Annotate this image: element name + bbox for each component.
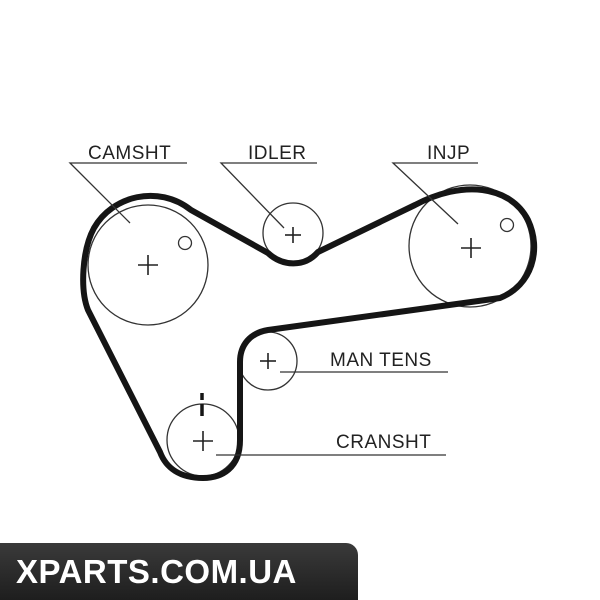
injection-pump-timing-hole [499, 217, 515, 233]
idler-center-mark [285, 227, 301, 243]
idler-label: IDLER [248, 143, 306, 164]
watermark-banner: XPARTS.COM.UA [0, 543, 358, 600]
camshaft-timing-hole [177, 235, 193, 251]
manual-tensioner-label: MAN TENS [330, 350, 432, 371]
idler-leader-line [219, 162, 317, 229]
crankshaft-center-mark [193, 431, 213, 451]
injection-pump-pulley [408, 184, 532, 308]
injection-pump-leader-line [391, 162, 478, 225]
camshaft-pulley [87, 204, 209, 326]
camshaft-center-mark [138, 255, 158, 275]
manual-tensioner-center-mark [260, 353, 276, 369]
injection-pump-label: INJP [427, 143, 470, 164]
camshaft-label: CAMSHT [88, 143, 171, 164]
injection-pump-center-mark [461, 238, 481, 258]
timing-belt [80, 186, 538, 481]
crankshaft-label: CRANSHT [336, 432, 431, 453]
watermark-text: XPARTS.COM.UA [16, 552, 297, 590]
camshaft-leader-line [68, 162, 187, 224]
